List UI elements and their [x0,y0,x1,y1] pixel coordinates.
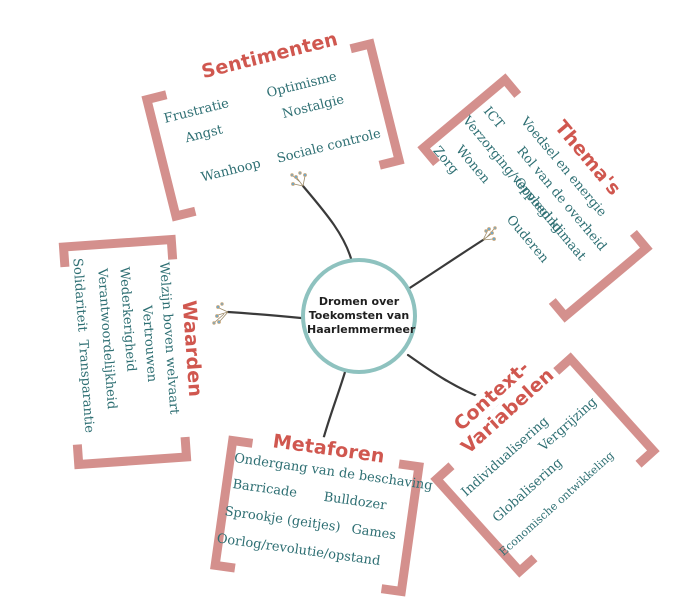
stem-themas [403,238,485,293]
sprig-waarden [212,302,229,325]
panel-themas: Thema's Voedsel en energie ICT Rol van d… [414,70,657,326]
bracket-frame [210,435,424,597]
sprig-themas [482,226,497,241]
bracket-frame [141,38,405,222]
central-topic-label: Dromen over Toekomsten van Haarlemmermee… [307,295,416,336]
stem-sentimenten [301,184,354,264]
panel-sentimenten: Sentimenten Frustratie Optimisme Angst N… [139,27,408,227]
stem-metaforen [321,370,347,442]
panel-waarden-body: Waarden Welzijn boven welvaart Vertrouwe… [55,233,207,471]
stem-waarden [226,310,303,320]
panel-context-variabelen: Context- Variabelen Individualisering Ve… [427,349,663,582]
panel-metaforen: Metaforen Ondergang van de beschaving Ba… [208,429,434,600]
central-topic-node: Dromen over Toekomsten van Haarlemmermee… [301,258,417,374]
bracket-frame [430,352,660,578]
stem-context [406,353,489,402]
bracket-frame [417,73,653,323]
sprig-sentimenten [290,171,307,187]
bracket-frame [58,234,192,470]
